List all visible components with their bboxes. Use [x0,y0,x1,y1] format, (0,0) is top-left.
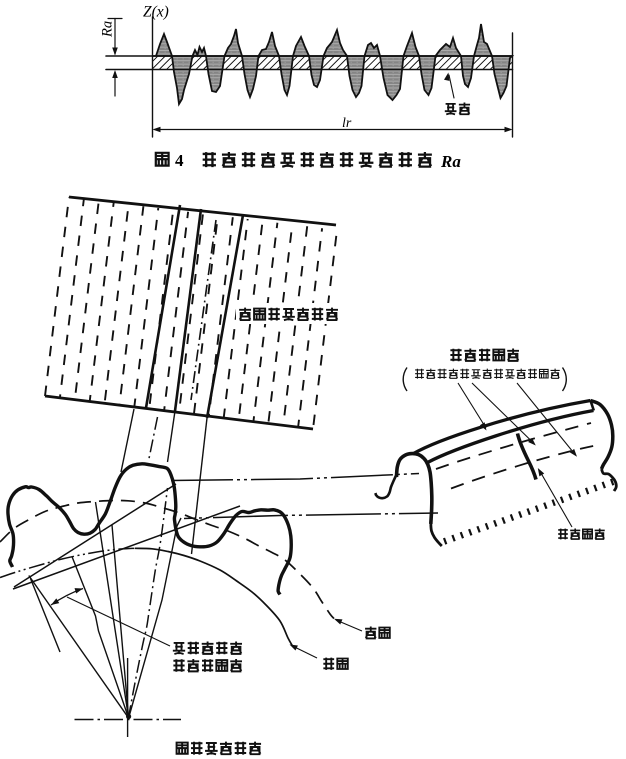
svg-text:4: 4 [175,151,184,170]
svg-text:lr: lr [342,116,352,131]
svg-text:Ra: Ra [100,21,116,38]
svg-text:Ra: Ra [440,152,461,171]
svg-text:Z(x): Z(x) [143,4,169,21]
